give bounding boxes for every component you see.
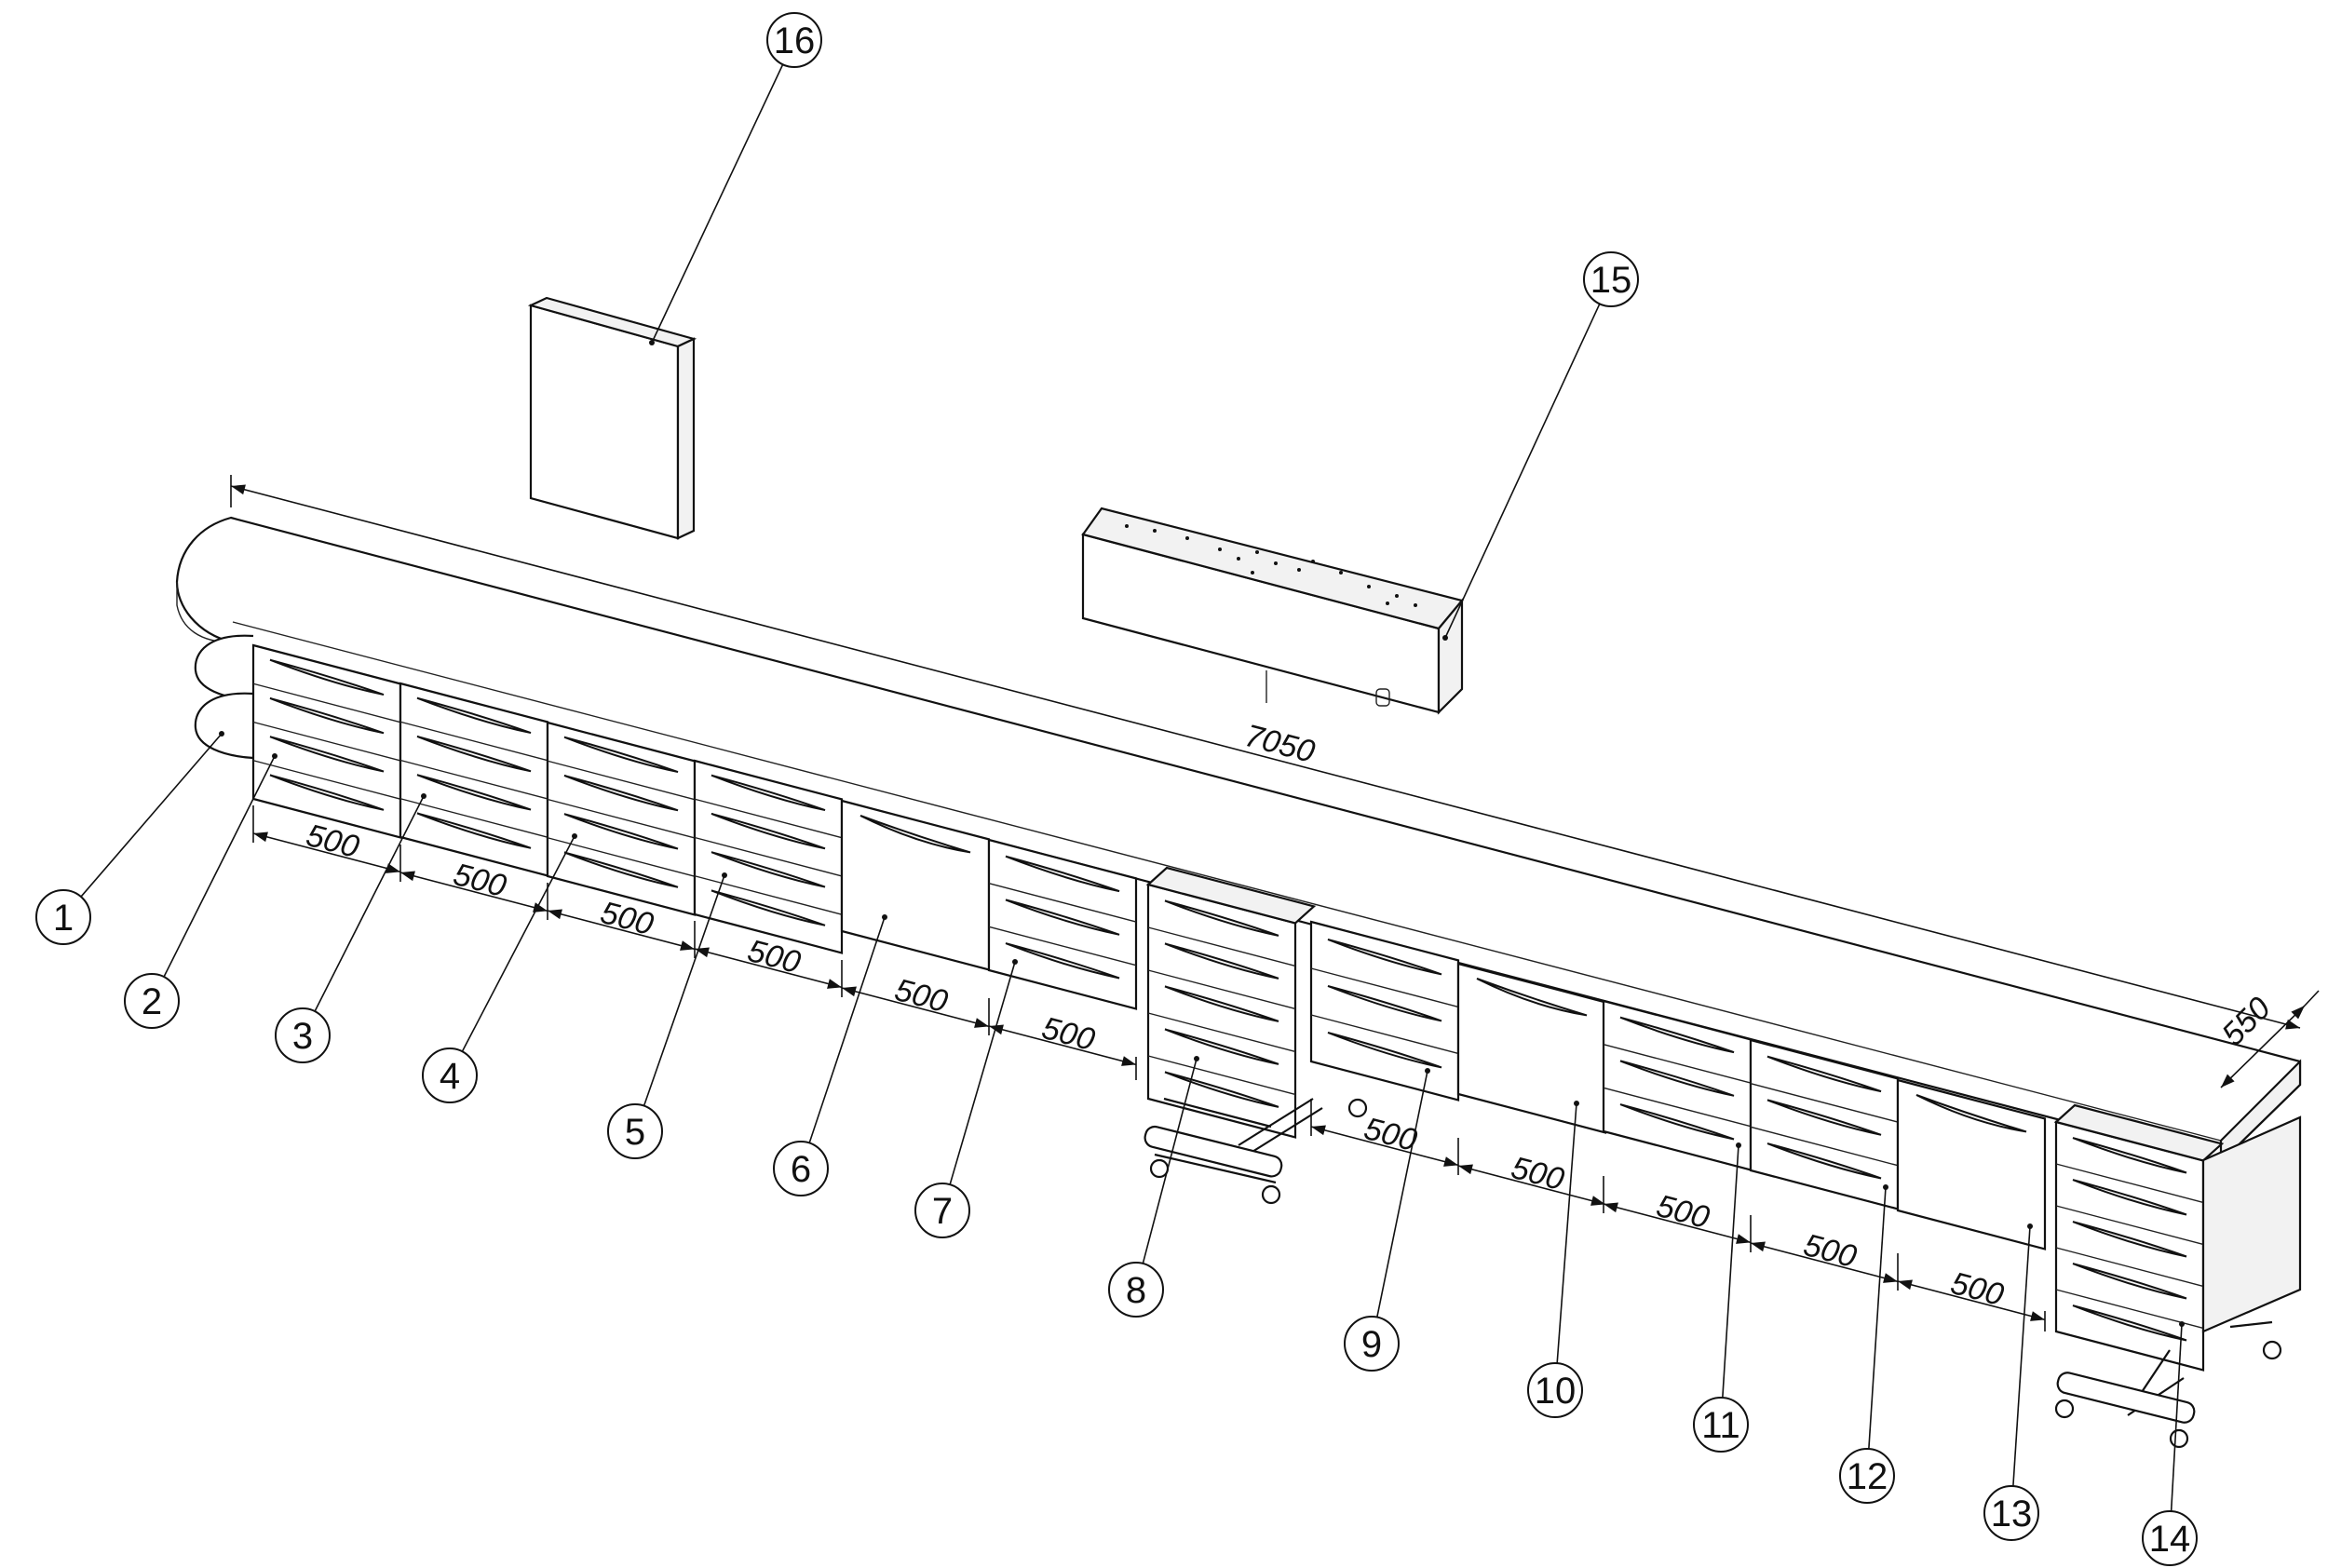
callout-7: 7 (914, 959, 1018, 1238)
callout-number: 1 (53, 898, 74, 939)
cabinet-6 (987, 838, 1138, 1010)
drawer-handle[interactable] (1164, 985, 1279, 1022)
wall-cabinet (527, 296, 697, 540)
drawer-handle[interactable] (1164, 942, 1279, 980)
mobile-cart-frame-14 (2054, 1320, 2282, 1449)
drawer-handle[interactable] (1766, 1142, 1882, 1180)
callout-1: 1 (35, 731, 224, 945)
drawer-handle[interactable] (1619, 1060, 1735, 1097)
callout-number: 14 (2149, 1519, 2191, 1560)
callout-number: 9 (1361, 1324, 1382, 1365)
drawer-handle[interactable] (563, 813, 679, 850)
callout-number: 6 (791, 1149, 811, 1190)
drawer-handle[interactable] (563, 736, 679, 774)
cabinet-side-panel (2201, 1115, 2302, 1333)
cabinet-12 (1896, 1078, 2047, 1250)
callout-4: 4 (422, 833, 577, 1103)
callout-9: 9 (1344, 1068, 1430, 1372)
cabinet-7 (1145, 866, 1317, 1139)
callout-12: 12 (1839, 1184, 1895, 1504)
callout-14: 14 (2142, 1321, 2198, 1566)
callout-number: 8 (1126, 1270, 1146, 1311)
drawer-handle[interactable] (711, 851, 826, 888)
drawer-handle[interactable] (269, 658, 385, 696)
drawer-handle[interactable] (1327, 939, 1442, 976)
callout-number: 7 (932, 1191, 953, 1232)
drawer-handle[interactable] (269, 696, 385, 735)
overhead-light-unit (1081, 507, 1464, 715)
callout-number: 10 (1535, 1371, 1577, 1412)
callout-5: 5 (607, 872, 727, 1159)
drawer-handle[interactable] (1164, 1071, 1279, 1108)
drawer-handle[interactable] (711, 812, 826, 850)
callout-number: 12 (1847, 1456, 1888, 1497)
drawer-handle[interactable] (2072, 1263, 2187, 1300)
drawer-handle[interactable] (1327, 1032, 1442, 1069)
dimension-label: 500 (1653, 1188, 1713, 1236)
cabinet-3 (546, 721, 697, 916)
callout-3: 3 (275, 793, 426, 1063)
drawer-handle[interactable] (1619, 1016, 1735, 1054)
callout-13: 13 (1983, 1223, 2039, 1541)
drawer-handle[interactable] (2072, 1304, 2187, 1342)
drawer-handle[interactable] (1164, 1028, 1279, 1065)
drawer-handle[interactable] (1005, 899, 1120, 936)
drawer-handle[interactable] (269, 774, 385, 811)
cabinet-4 (693, 759, 844, 954)
callout-number: 2 (142, 981, 162, 1022)
dimension-label: 500 (891, 972, 952, 1020)
mobile-cart-frame-8 (1144, 1097, 1368, 1205)
drawer-handle[interactable] (1766, 1055, 1882, 1093)
drawer-handle[interactable] (416, 696, 532, 735)
drawer-handle[interactable] (2072, 1221, 2187, 1258)
cabinet-10 (1602, 999, 1753, 1171)
drawer-handle[interactable] (2072, 1179, 2187, 1216)
callout-16: 16 (649, 12, 822, 345)
callout-number: 4 (440, 1056, 460, 1097)
drawer-handle[interactable] (2072, 1137, 2187, 1174)
drawer-handle[interactable] (416, 774, 532, 811)
callout-11: 11 (1693, 1142, 1749, 1453)
door-handle[interactable] (859, 815, 971, 854)
drawer-handle[interactable] (563, 851, 679, 888)
callout-number: 15 (1590, 260, 1632, 301)
callout-15: 15 (1442, 251, 1639, 641)
drawer-handle[interactable] (711, 889, 826, 926)
drawer-handle[interactable] (1005, 855, 1120, 893)
cabinet-8 (1309, 920, 1460, 1102)
drawer-handle[interactable] (1327, 985, 1442, 1022)
callout-number: 16 (774, 20, 816, 61)
callout-10: 10 (1527, 1101, 1583, 1418)
cabinet-2 (399, 682, 549, 877)
door-handle[interactable] (1915, 1094, 2027, 1133)
callout-8: 8 (1108, 1056, 1199, 1318)
callout-number: 11 (1701, 1405, 1740, 1446)
callout-number: 3 (292, 1016, 313, 1057)
dimension-label: 500 (1800, 1227, 1861, 1275)
drawer-handle[interactable] (1005, 942, 1120, 980)
cabinet-13 (2053, 1103, 2225, 1372)
dimension-label: 500 (1947, 1265, 2008, 1313)
callout-number: 5 (625, 1112, 645, 1153)
dimension-label: 500 (1508, 1150, 1568, 1197)
drawer-handle[interactable] (1164, 899, 1279, 937)
drawer-handle[interactable] (563, 774, 679, 812)
drawer-handle[interactable] (1766, 1099, 1882, 1136)
cabinet-11 (1749, 1038, 1900, 1210)
dimension-label: 500 (1038, 1010, 1099, 1058)
cabinet-row (251, 643, 2302, 1372)
corner-shelves (194, 634, 254, 760)
drawer-handle[interactable] (711, 774, 826, 812)
drawer-handle[interactable] (269, 736, 385, 773)
dimension-label: 7050 (1241, 718, 1319, 770)
door-handle[interactable] (1476, 978, 1588, 1017)
drawer-handle[interactable] (1619, 1103, 1735, 1141)
callout-number: 13 (1991, 1494, 2033, 1534)
callout-6: 6 (773, 914, 887, 1196)
drawer-handle[interactable] (416, 735, 532, 773)
drawer-handle[interactable] (416, 812, 532, 849)
callout-2: 2 (124, 753, 277, 1029)
